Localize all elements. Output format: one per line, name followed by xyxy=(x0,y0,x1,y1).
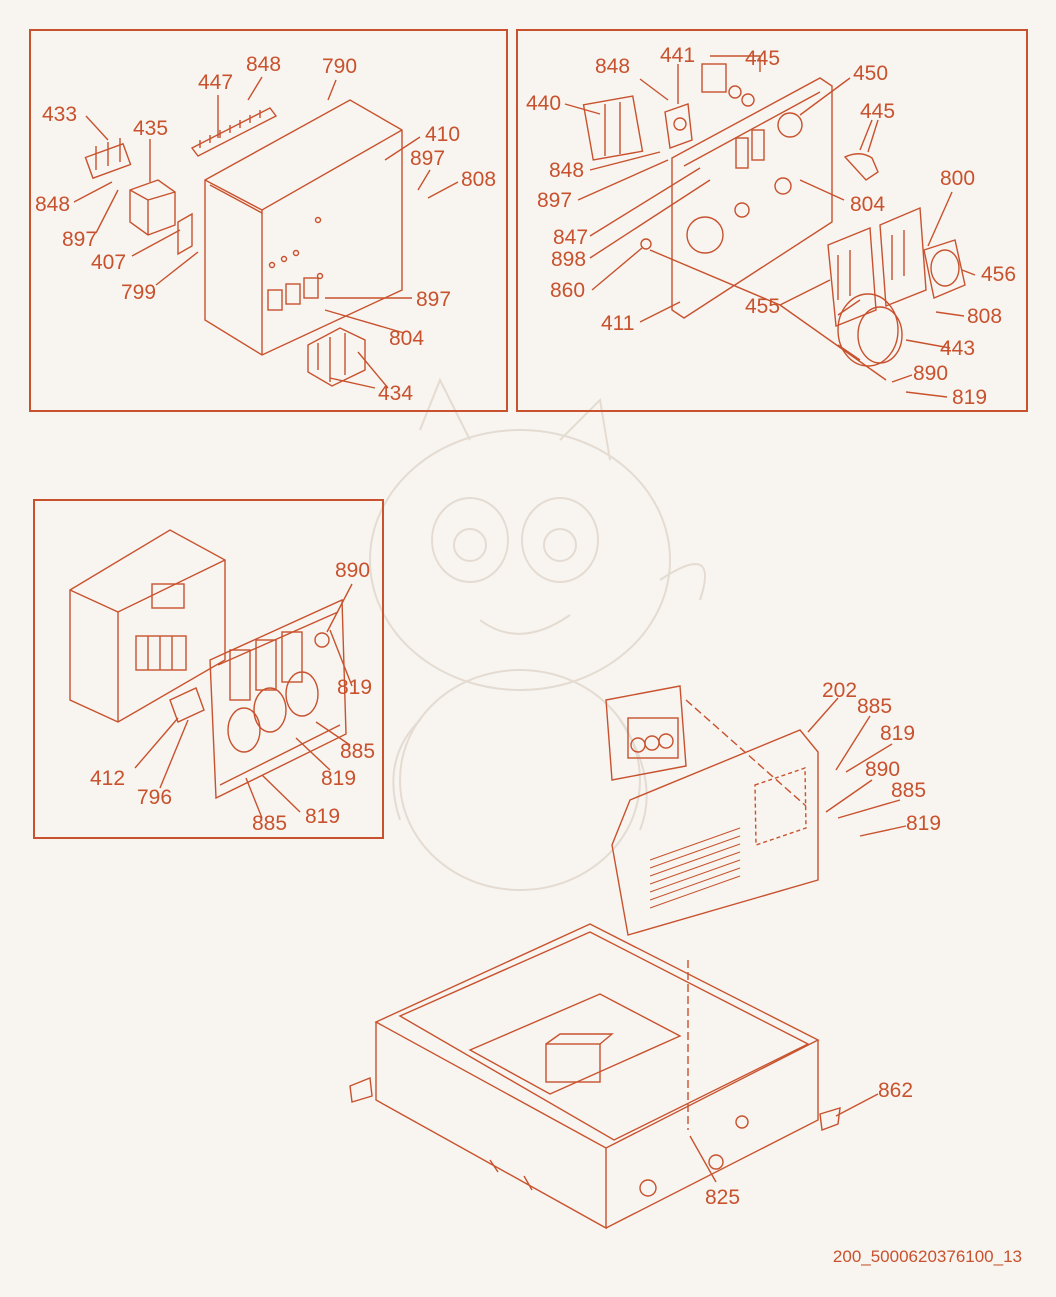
callout-800: 800 xyxy=(940,167,976,190)
panel-mid-left xyxy=(33,499,384,839)
callout-819-ml: 819 xyxy=(337,676,373,699)
callout-808: 808 xyxy=(461,168,497,191)
callout-825: 825 xyxy=(705,1186,741,1209)
callout-440: 440 xyxy=(526,92,562,115)
callout-433: 433 xyxy=(42,103,78,126)
callout-445-b: 445 xyxy=(860,100,896,123)
callout-819-m-b: 819 xyxy=(906,812,942,835)
callout-848-tr-b: 848 xyxy=(549,159,585,182)
callout-445: 445 xyxy=(745,47,781,70)
callout-808-tr: 808 xyxy=(967,305,1003,328)
panel-top-left xyxy=(29,29,508,412)
callout-434: 434 xyxy=(378,382,414,405)
callout-455: 455 xyxy=(745,295,781,318)
callout-862: 862 xyxy=(878,1079,914,1102)
callout-860: 860 xyxy=(550,279,586,302)
callout-412: 412 xyxy=(90,767,126,790)
callout-202: 202 xyxy=(822,679,858,702)
callout-847: 847 xyxy=(553,226,589,249)
callout-897: 897 xyxy=(410,147,446,170)
callout-796: 796 xyxy=(137,786,173,809)
callout-407: 407 xyxy=(91,251,127,274)
callout-890-ml: 890 xyxy=(335,559,371,582)
panel-top-right xyxy=(516,29,1028,412)
callout-897-tr: 897 xyxy=(537,189,573,212)
callout-441: 441 xyxy=(660,44,696,67)
callout-890-m: 890 xyxy=(865,758,901,781)
callout-819: 819 xyxy=(952,386,988,409)
callout-885-ml: 885 xyxy=(340,740,376,763)
callout-898: 898 xyxy=(551,248,587,271)
callout-819-ml-b: 819 xyxy=(321,767,357,790)
callout-804-tr: 804 xyxy=(850,193,886,216)
callout-897-c: 897 xyxy=(416,288,452,311)
callout-410: 410 xyxy=(425,123,461,146)
callout-790: 790 xyxy=(322,55,358,78)
callout-819-m: 819 xyxy=(880,722,916,745)
callout-435: 435 xyxy=(133,117,169,140)
callout-890: 890 xyxy=(913,362,949,385)
callout-447: 447 xyxy=(198,71,234,94)
callout-804: 804 xyxy=(389,327,425,350)
callout-456: 456 xyxy=(981,263,1017,286)
callout-897-b: 897 xyxy=(62,228,98,251)
callout-848-b: 848 xyxy=(35,193,71,216)
callout-443: 443 xyxy=(940,337,976,360)
callout-885-ml-b: 885 xyxy=(252,812,288,835)
callout-885-m-b: 885 xyxy=(891,779,927,802)
callout-885-m: 885 xyxy=(857,695,893,718)
callout-450: 450 xyxy=(853,62,889,85)
callout-799: 799 xyxy=(121,281,157,304)
drawing-code: 200_5000620376100_13 xyxy=(832,1247,1022,1266)
callout-411: 411 xyxy=(601,312,635,335)
callout-819-ml-c: 819 xyxy=(305,805,341,828)
callout-848-tr: 848 xyxy=(595,55,631,78)
callout-848: 848 xyxy=(246,53,282,76)
